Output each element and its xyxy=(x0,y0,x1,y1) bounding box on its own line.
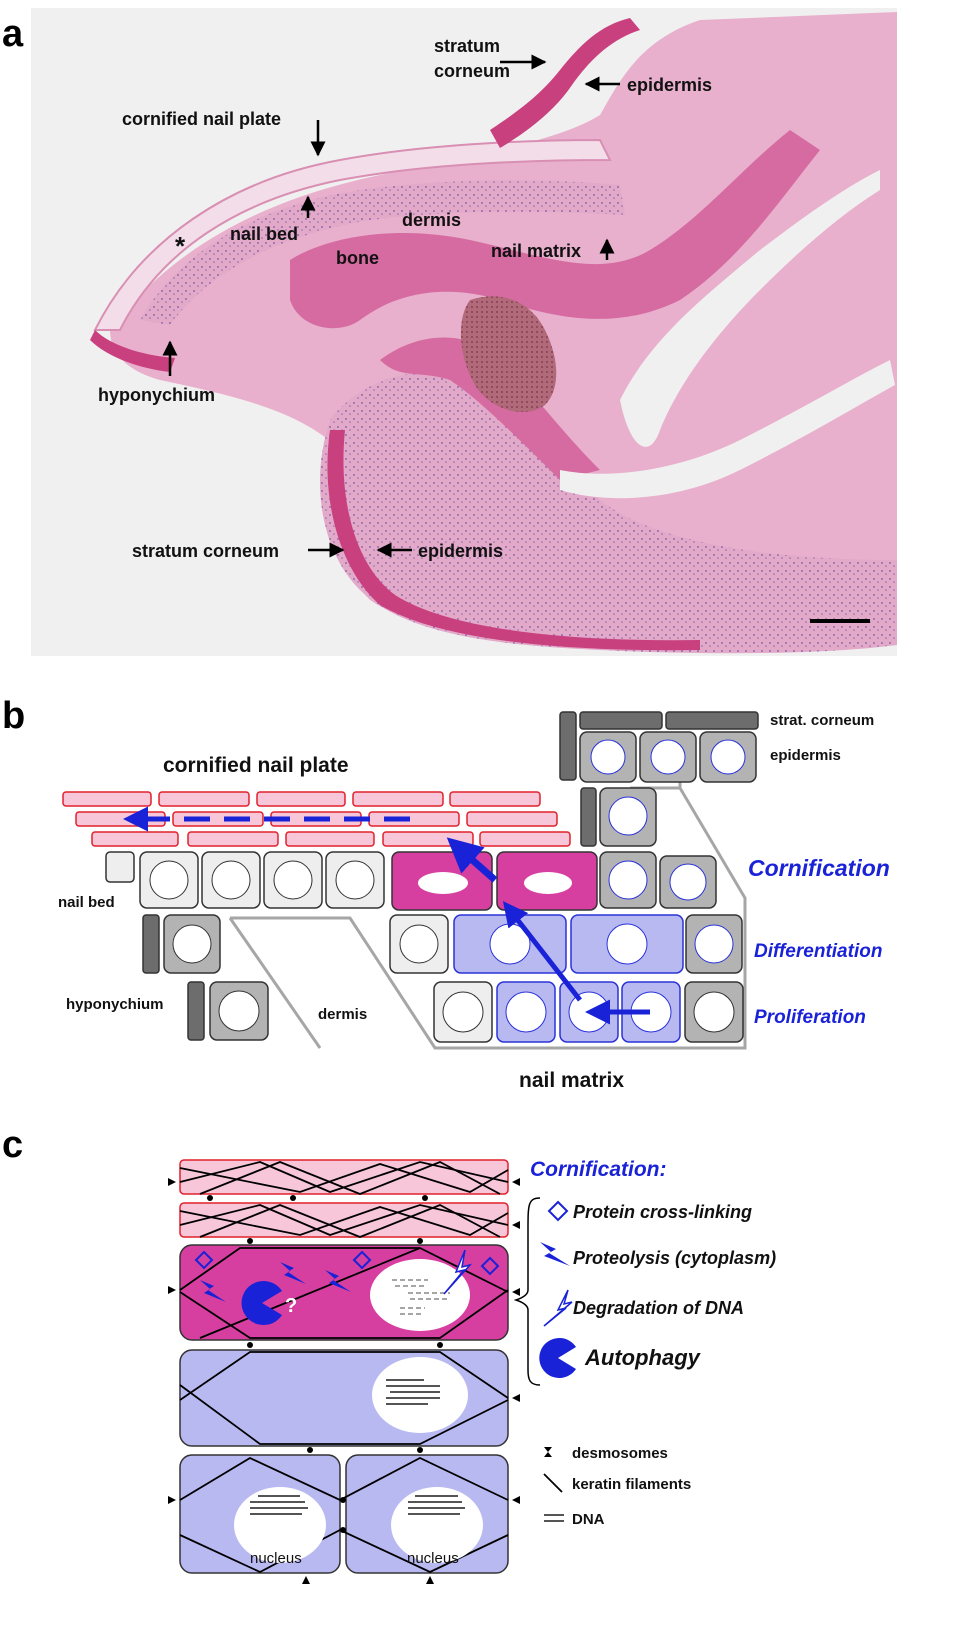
label-c-protein-cross-linking: Protein cross-linking xyxy=(573,1202,752,1222)
panel-a-letter: a xyxy=(2,13,24,55)
panel-c-labels: Cornification: Protein cross-linking Pro… xyxy=(530,1158,776,1528)
label-b-epidermis: epidermis xyxy=(770,747,841,764)
label-c-degradation-dna: Degradation of DNA xyxy=(573,1298,744,1318)
label-nail-matrix: nail matrix xyxy=(491,241,581,261)
label-b-cornification: Cornification xyxy=(748,855,890,881)
label-c-desmosomes: desmosomes xyxy=(572,1445,668,1462)
proteolysis-icon xyxy=(540,1242,570,1266)
label-stratum-corneum-bottom: stratum corneum xyxy=(132,541,279,561)
label-asterisk: * xyxy=(175,231,186,261)
label-c-nucleus-left: nucleus xyxy=(250,1550,302,1567)
label-b-cornified-nail-plate: cornified nail plate xyxy=(163,754,349,777)
label-nail-bed: nail bed xyxy=(230,224,298,244)
label-c-keratin-filaments: keratin filaments xyxy=(572,1476,691,1493)
label-epidermis-bottom: epidermis xyxy=(418,541,503,561)
scale-bar xyxy=(810,619,870,623)
label-c-nucleus-right: nucleus xyxy=(407,1550,459,1567)
panel-b-letter: b xyxy=(2,695,25,737)
histology-section xyxy=(90,12,897,654)
panel-a-annotations: stratum corneum epidermis cornified nail… xyxy=(98,36,712,561)
label-b-nail-matrix: nail matrix xyxy=(519,1069,624,1092)
label-cornified-nail-plate: cornified nail plate xyxy=(122,109,281,129)
label-dermis: dermis xyxy=(402,210,461,230)
differentiation-arrow xyxy=(502,901,582,1002)
panel-c-letter: c xyxy=(2,1124,23,1166)
label-b-strat-corneum: strat. corneum xyxy=(770,712,874,729)
label-c-cornification-title: Cornification: xyxy=(530,1158,667,1181)
label-c-proteolysis: Proteolysis (cytoplasm) xyxy=(573,1248,776,1268)
label-b-dermis: dermis xyxy=(318,1006,367,1023)
panel-b-labels: cornified nail plate strat. corneum epid… xyxy=(58,712,890,1092)
label-epidermis-top: epidermis xyxy=(627,75,712,95)
keratin-filament-legend-icon xyxy=(543,1473,563,1493)
dna-legend-icon xyxy=(544,1514,564,1522)
cornification-arrow xyxy=(446,837,498,883)
desmosome-legend-icon xyxy=(544,1447,552,1457)
label-stratum-corneum-top-1: stratum xyxy=(434,36,500,56)
protein-cross-linking-icon xyxy=(547,1200,569,1222)
label-b-differentiation: Differentiation xyxy=(754,941,882,962)
label-hyponychium: hyponychium xyxy=(98,385,215,405)
label-b-proliferation: Proliferation xyxy=(754,1007,866,1028)
label-c-autophagy: Autophagy xyxy=(584,1345,702,1370)
panel-b-diagram xyxy=(62,711,759,1050)
label-bone: bone xyxy=(336,248,379,268)
label-b-hyponychium: hyponychium xyxy=(66,996,164,1013)
cornification-brace xyxy=(513,1197,541,1386)
autophagy-icon xyxy=(539,1338,576,1378)
label-c-question: ? xyxy=(285,1295,297,1317)
label-b-nail-bed: nail bed xyxy=(58,894,115,911)
panel-c-diagram: ? xyxy=(168,1159,576,1584)
dna-degradation-icon xyxy=(543,1289,573,1327)
label-c-dna: DNA xyxy=(572,1511,605,1528)
label-stratum-corneum-top-2: corneum xyxy=(434,61,510,81)
